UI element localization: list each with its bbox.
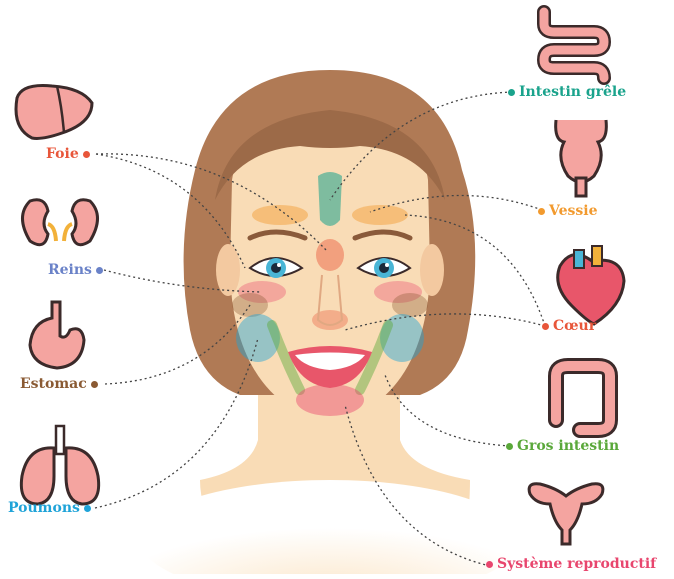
dot-foie bbox=[83, 151, 90, 158]
label-estomac: Estomac bbox=[20, 376, 98, 392]
label-coeur: Cœur bbox=[542, 318, 596, 334]
dot-vessie bbox=[538, 208, 545, 215]
dot-estomac bbox=[91, 381, 98, 388]
left-ear bbox=[216, 244, 240, 296]
label-estomac-text: Estomac bbox=[20, 376, 87, 392]
dot-systeme-reproductif bbox=[486, 561, 493, 568]
label-poumons-text: Poumons bbox=[8, 500, 80, 516]
zone-foie bbox=[316, 239, 344, 271]
dot-poumons bbox=[84, 505, 91, 512]
label-foie: Foie bbox=[46, 146, 90, 162]
zone-intestin-grele bbox=[318, 172, 342, 226]
label-reins-text: Reins bbox=[48, 262, 92, 278]
small-intestine-icon bbox=[544, 12, 604, 78]
label-foie-text: Foie bbox=[46, 146, 79, 162]
kidneys-icon bbox=[23, 200, 98, 245]
heart-icon bbox=[558, 246, 624, 324]
label-poumons: Poumons bbox=[8, 500, 91, 516]
label-gros-intestin: Gros intestin bbox=[506, 438, 619, 454]
dot-intestin-grele bbox=[508, 89, 515, 96]
dot-coeur bbox=[542, 323, 549, 330]
stomach-icon bbox=[30, 302, 84, 368]
label-intestin-grele-text: Intestin grêle bbox=[519, 84, 626, 100]
label-coeur-text: Cœur bbox=[553, 318, 596, 334]
zone-vessie-l bbox=[252, 205, 308, 225]
right-ear bbox=[420, 244, 444, 296]
label-systeme-reproductif: Système reproductif bbox=[486, 556, 656, 572]
bladder-icon bbox=[556, 120, 607, 196]
dot-reins bbox=[96, 267, 103, 274]
zone-systeme-reproductif bbox=[296, 384, 364, 416]
lungs-icon bbox=[21, 426, 98, 504]
zone-estomac-r bbox=[392, 293, 428, 317]
dot-gros-intestin bbox=[506, 443, 513, 450]
label-vessie: Vessie bbox=[538, 203, 597, 219]
large-intestine-icon bbox=[556, 366, 610, 430]
uterus-icon bbox=[529, 484, 603, 544]
zone-vessie-r bbox=[352, 205, 408, 225]
liver-icon bbox=[16, 86, 92, 139]
label-systeme-reproductif-text: Système reproductif bbox=[497, 556, 656, 572]
label-vessie-text: Vessie bbox=[549, 203, 597, 219]
label-reins: Reins bbox=[48, 262, 103, 278]
label-intestin-grele: Intestin grêle bbox=[508, 84, 626, 100]
label-gros-intestin-text: Gros intestin bbox=[517, 438, 619, 454]
